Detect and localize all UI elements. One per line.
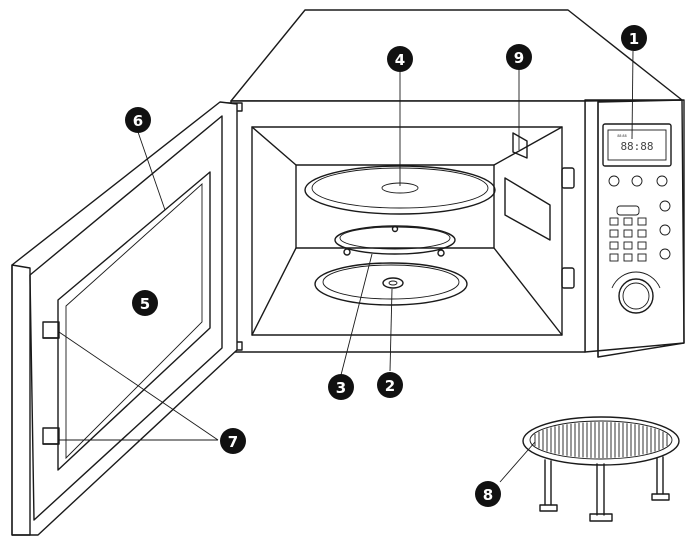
svg-text:7: 7: [228, 433, 238, 451]
cabinet-top: [230, 9, 683, 104]
control-knob: [611, 271, 661, 314]
svg-text:6: 6: [133, 112, 143, 130]
rack: [522, 416, 680, 522]
callout-2: 2: [377, 372, 403, 398]
svg-text:1: 1: [629, 30, 639, 48]
callout-4: 4: [387, 46, 413, 72]
roller-ring: [334, 225, 456, 257]
control-panel-buttons: [608, 175, 671, 262]
svg-text:88:88: 88:88: [617, 134, 626, 138]
floor-tray: [314, 262, 468, 306]
callout-7: 7: [220, 428, 246, 454]
callout-8: 8: [475, 481, 501, 507]
callout-6: 6: [125, 107, 151, 133]
callout-5: 5: [132, 290, 158, 316]
callout-1: 1: [621, 25, 647, 51]
callout-markers: 1 2 3 4 5 6 7 8: [125, 25, 647, 507]
control-panel: 88:88 88:88: [584, 99, 685, 358]
svg-text:8: 8: [483, 486, 493, 504]
svg-text:88:88: 88:88: [620, 140, 653, 153]
ventilation-holes: [504, 132, 551, 241]
svg-text:2: 2: [385, 377, 395, 395]
svg-text:4: 4: [395, 51, 405, 69]
door-latches: [42, 321, 60, 445]
svg-text:3: 3: [336, 379, 346, 397]
control-panel-display: 88:88 88:88: [602, 123, 672, 167]
leader-lines: [58, 50, 634, 483]
turntable-coupler: [382, 277, 404, 289]
callout-3: 3: [328, 374, 354, 400]
svg-text:9: 9: [514, 49, 524, 67]
door: [11, 101, 238, 536]
svg-text:5: 5: [140, 295, 150, 313]
callout-9: 9: [506, 44, 532, 70]
door-seal: [57, 171, 211, 471]
